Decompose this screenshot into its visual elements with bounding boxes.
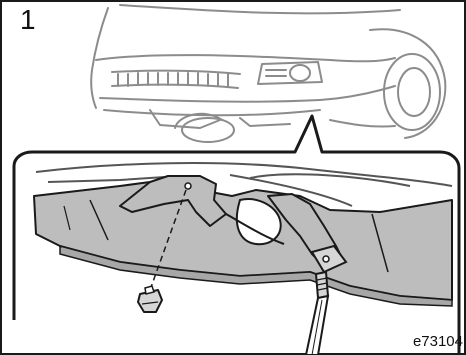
figure-code: e73104	[413, 334, 463, 349]
engine-under-cover-detail	[34, 163, 452, 306]
retaining-clip-icon	[138, 286, 162, 312]
screwdriver-icon	[306, 296, 328, 355]
bolt-icon	[316, 272, 328, 298]
car-front-illustration	[91, 5, 445, 142]
step-number: 1	[20, 6, 36, 34]
